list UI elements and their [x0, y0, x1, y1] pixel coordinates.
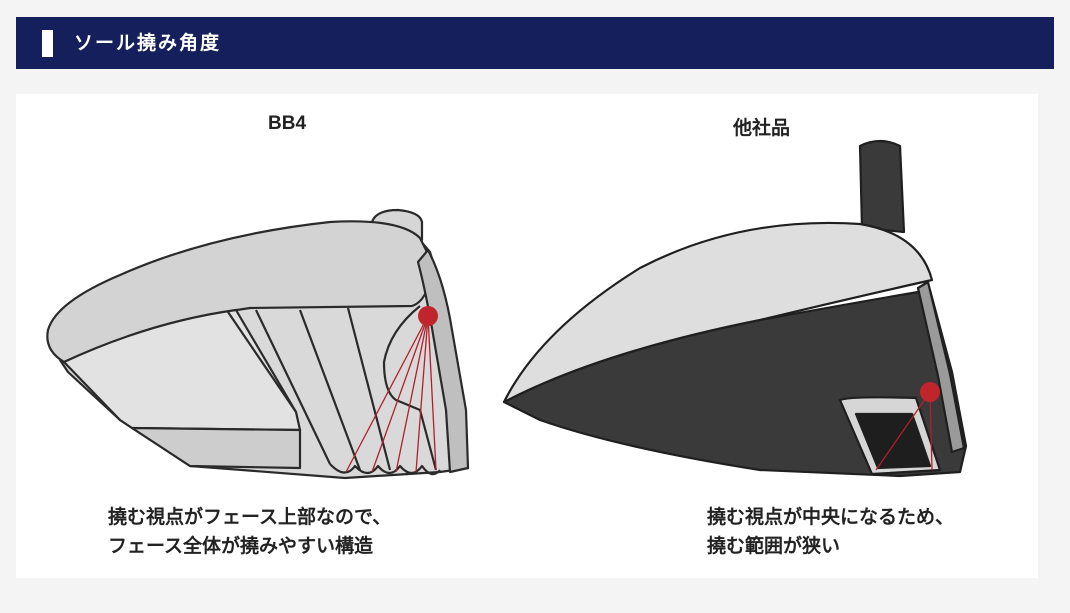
section-title: ソール撓み角度	[74, 32, 222, 54]
competitor-caption-line-1: 撓む視点が中央になるため、	[707, 506, 955, 528]
competitor-club-head	[502, 139, 968, 478]
competitor-flex-point	[920, 382, 940, 402]
bb4-club-head	[46, 208, 470, 480]
bb4-flex-lines	[345, 315, 437, 473]
header-accent-bar	[42, 30, 53, 57]
competitor-flex-lines	[875, 391, 933, 471]
bb4-caption: 撓む視点がフェース上部なので、 フェース全体が撓みやすい構造	[108, 503, 391, 561]
competitor-label: 他社品	[733, 118, 791, 139]
bb4-flex-point	[418, 306, 438, 326]
section-header: ソール撓み角度	[16, 17, 1054, 69]
competitor-caption-line-2: 撓む範囲が狭い	[707, 535, 841, 557]
bb4-caption-line-2: フェース全体が撓みやすい構造	[108, 535, 374, 557]
bb4-caption-line-1: 撓む視点がフェース上部なので、	[108, 506, 392, 528]
bb4-label: BB4	[268, 113, 307, 134]
competitor-caption: 撓む視点が中央になるため、 撓む範囲が狭い	[707, 503, 954, 561]
